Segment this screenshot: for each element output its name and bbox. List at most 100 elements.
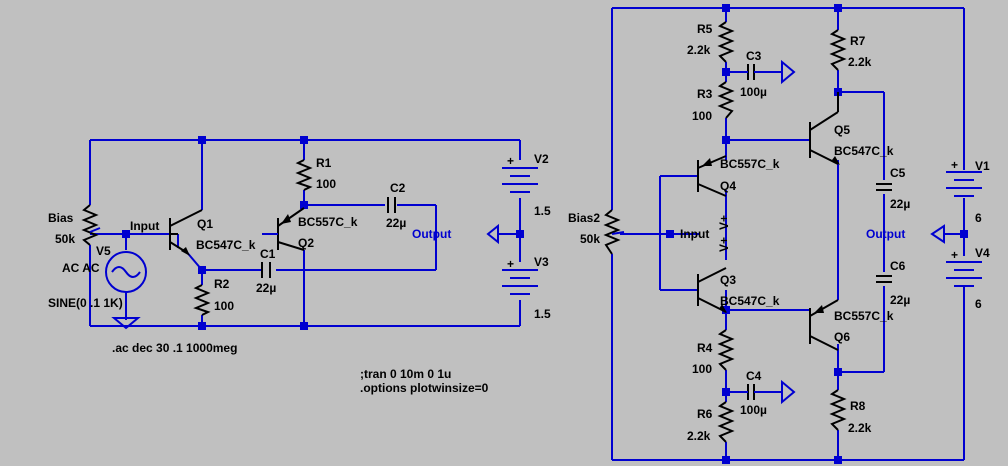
- c1-capacitor[interactable]: C1 22µ: [256, 247, 276, 295]
- r7-resistor[interactable]: R7 2.2k: [829, 29, 872, 71]
- r4-name: R4: [697, 341, 713, 355]
- v3-value: 1.5: [534, 307, 551, 321]
- v1-plus-sign: +: [951, 158, 958, 172]
- c3-capacitor[interactable]: C3 100µ: [740, 49, 796, 99]
- ground-symbol-c3: [781, 59, 796, 85]
- v2-battery[interactable]: + V2 1.5: [502, 152, 551, 218]
- c1-name: C1: [260, 247, 276, 261]
- r6-value: 2.2k: [687, 429, 711, 443]
- q2-name: Q2: [298, 236, 314, 250]
- c6-capacitor[interactable]: C6 22µ: [876, 259, 910, 307]
- r5-value: 2.2k: [687, 43, 711, 57]
- c5-capacitor[interactable]: C5 22µ: [876, 166, 910, 211]
- v3-battery[interactable]: + V3 1.5: [502, 255, 551, 321]
- r3-resistor[interactable]: R3 100: [692, 81, 735, 123]
- r7-name: R7: [850, 34, 866, 48]
- ground-symbol-mid-right: [930, 224, 945, 244]
- v1-value: 6: [975, 211, 982, 225]
- bias2-name: Bias2: [568, 211, 600, 225]
- v5-ac-source[interactable]: V5 AC AC SINE(0 .1 1K): [48, 244, 147, 310]
- r6-resistor[interactable]: R6 2.2k: [687, 401, 735, 443]
- q5-model: BC547C_k: [834, 144, 894, 158]
- ground-symbol-mid-left: [486, 223, 499, 245]
- right-circuit: Bias2 50k Input V+ V+ R5 2.2k C3 100µ R3…: [568, 4, 990, 464]
- bias2-value: 50k: [580, 232, 600, 246]
- c2-name: C2: [390, 181, 406, 195]
- r3-name: R3: [697, 87, 713, 101]
- bias2-potentiometer[interactable]: Bias2 50k: [568, 209, 625, 255]
- c5-name: C5: [890, 166, 906, 180]
- q6-transistor[interactable]: BC557C_k Q6: [809, 299, 894, 351]
- q5-name: Q5: [834, 123, 850, 137]
- v4-name: V4: [975, 246, 990, 260]
- vplus-label-2: V+: [717, 215, 731, 230]
- r8-resistor[interactable]: R8 2.2k: [829, 389, 872, 435]
- r2-value: 100: [214, 299, 234, 313]
- bias-name: Bias: [48, 211, 74, 225]
- v5-name: V5: [96, 244, 111, 258]
- q4-transistor[interactable]: BC557C_k Q4: [697, 155, 780, 197]
- ground-symbol-c4: [781, 379, 796, 405]
- bias-value: 50k: [55, 232, 75, 246]
- r2-name: R2: [214, 277, 230, 291]
- v1-name: V1: [975, 159, 990, 173]
- r6-name: R6: [697, 407, 713, 421]
- v3-name: V3: [534, 255, 549, 269]
- r5-name: R5: [697, 22, 713, 36]
- q3-transistor[interactable]: Q3 BC547C_k: [697, 267, 780, 313]
- c4-value: 100µ: [740, 403, 767, 417]
- v1-battery[interactable]: + V1 6: [946, 158, 990, 225]
- q2-model: BC557C_k: [298, 215, 358, 229]
- q1-transistor[interactable]: Q1 BC547C_k: [169, 209, 256, 256]
- c6-value: 22µ: [890, 293, 910, 307]
- c2-capacitor[interactable]: C2 22µ: [386, 181, 406, 230]
- r8-value: 2.2k: [848, 421, 872, 435]
- r4-resistor[interactable]: R4 100: [692, 329, 735, 376]
- r2-resistor[interactable]: R2 100: [193, 277, 234, 316]
- v4-plus-sign: +: [951, 248, 958, 262]
- c5-value: 22µ: [890, 197, 910, 211]
- r3-value: 100: [692, 109, 712, 123]
- c3-value: 100µ: [740, 85, 767, 99]
- v5-value: SINE(0 .1 1K): [48, 296, 123, 310]
- q1-model: BC547C_k: [196, 238, 256, 252]
- c4-capacitor[interactable]: C4 100µ: [740, 369, 796, 417]
- q4-name: Q4: [720, 179, 736, 193]
- ac-directive: .ac dec 30 .1 1000meg: [112, 341, 237, 355]
- left-junctions: [122, 136, 524, 330]
- q5-transistor[interactable]: Q5 BC547C_k: [809, 92, 894, 165]
- q6-model: BC557C_k: [834, 309, 894, 323]
- c4-name: C4: [746, 369, 762, 383]
- r5-resistor[interactable]: R5 2.2k: [687, 21, 735, 63]
- bias-potentiometer[interactable]: Bias 50k: [48, 204, 101, 246]
- q3-name: Q3: [720, 273, 736, 287]
- left-wires: [89, 139, 521, 327]
- right-junctions: [666, 4, 968, 464]
- r1-value: 100: [316, 177, 336, 191]
- output-net-label-left: Output: [412, 227, 451, 241]
- v2-name: V2: [534, 152, 549, 166]
- input-net-label-left: Input: [130, 219, 159, 233]
- output-net-label-right: Output: [866, 227, 905, 241]
- vplus-label: V+: [717, 237, 731, 252]
- c2-value: 22µ: [386, 216, 406, 230]
- v2-value: 1.5: [534, 204, 551, 218]
- q6-name: Q6: [834, 330, 850, 344]
- q2-transistor[interactable]: BC557C_k Q2: [262, 207, 358, 270]
- c1-value: 22µ: [256, 281, 276, 295]
- v3-plus-sign: +: [507, 257, 514, 271]
- r8-name: R8: [850, 399, 866, 413]
- r4-value: 100: [692, 362, 712, 376]
- v4-battery[interactable]: + V4 6: [946, 246, 990, 311]
- v2-plus-sign: +: [507, 154, 514, 168]
- options-directive: .options plotwinsize=0: [360, 381, 489, 395]
- q4-model: BC557C_k: [720, 157, 780, 171]
- r1-resistor[interactable]: R1 100: [295, 156, 336, 191]
- r7-value: 2.2k: [848, 55, 872, 69]
- c3-name: C3: [746, 49, 762, 63]
- q1-name: Q1: [197, 217, 213, 231]
- c6-name: C6: [890, 259, 906, 273]
- q3-model: BC547C_k: [720, 294, 780, 308]
- v4-value: 6: [975, 297, 982, 311]
